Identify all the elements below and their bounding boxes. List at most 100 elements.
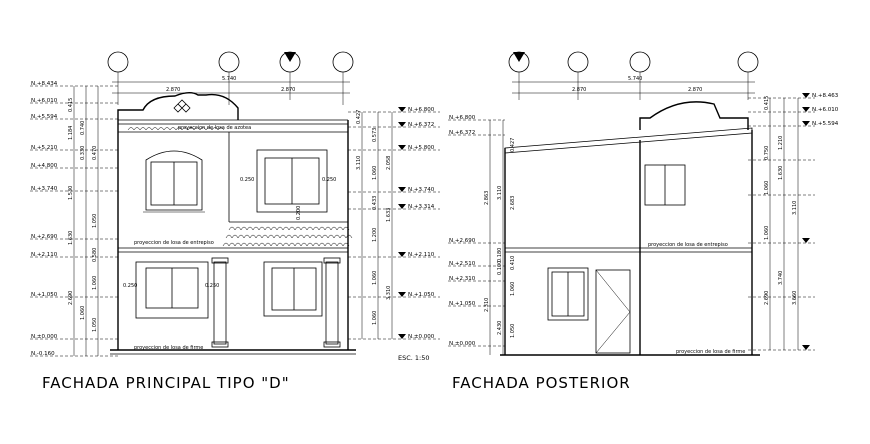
level-label: N.+2.110 xyxy=(408,252,435,258)
rear-window-lower xyxy=(547,267,589,321)
rear-parapet xyxy=(639,101,749,130)
dim-text: 1.060 xyxy=(510,282,516,296)
dim-text: 0.740 xyxy=(80,121,86,135)
rear-slab xyxy=(504,127,753,154)
front-elevation-title: FACHADA PRINCIPAL TIPO "D" xyxy=(42,374,290,392)
level-label: N.-0.160 xyxy=(31,351,55,357)
level-label: N.+6.010 xyxy=(31,98,58,104)
dim-text: 1.633 xyxy=(386,208,392,222)
dim-text: 1.630 xyxy=(778,166,784,180)
dim-text: 1.050 xyxy=(510,324,516,338)
dim-text: 0.750 xyxy=(764,146,770,160)
dim-text: 1.200 xyxy=(372,228,378,242)
level-label: N.+5.594 xyxy=(31,114,58,120)
level-label: N.+5.594 xyxy=(812,121,839,127)
rear-right-level-lines xyxy=(748,97,815,351)
level-label: N.+2.690 xyxy=(31,234,58,240)
dim-text: 0.415 xyxy=(68,98,74,112)
dim-text: 0.330 xyxy=(80,146,86,160)
dim-text: 0.427 xyxy=(356,110,362,124)
dim-text: 5.740 xyxy=(222,76,236,82)
level-label: N.+3.314 xyxy=(408,204,435,210)
window-lower-left xyxy=(135,261,209,319)
level-label: N.±0.000 xyxy=(449,341,476,347)
porch-column xyxy=(213,261,227,345)
dim-text: 1.630 xyxy=(68,231,74,245)
scale-label: ESC. 1:50 xyxy=(398,354,430,362)
level-label: N.±0.000 xyxy=(31,334,58,340)
level-label: N.+3.740 xyxy=(31,186,58,192)
front-right-level-lines xyxy=(348,111,440,340)
dim-text: 0.410 xyxy=(510,256,516,270)
note-text: proyeccion de losa de entrepiso xyxy=(648,242,728,248)
section-arrow-icon xyxy=(513,52,525,62)
dim-text: 1.184 xyxy=(68,126,74,140)
dim-text: 1.060 xyxy=(92,276,98,290)
dim-text: 2.870 xyxy=(166,87,180,93)
parapet xyxy=(117,92,239,120)
window-upper-right xyxy=(256,149,328,213)
dim-text: 2.430 xyxy=(497,321,503,335)
level-label: N.+1.050 xyxy=(408,292,435,298)
note-text: proyeccion de losa de entrepiso xyxy=(134,240,214,246)
level-label: N.+6.800 xyxy=(449,115,476,121)
dim-text: 0.250 xyxy=(322,177,336,183)
level-label: N.+1.050 xyxy=(449,301,476,307)
level-marker-icon xyxy=(802,93,810,350)
level-label: N.+1.050 xyxy=(31,292,58,298)
dim-text: 0.470 xyxy=(92,146,98,160)
section-arrow-icon xyxy=(284,52,296,62)
dim-text: 3.310 xyxy=(386,286,392,300)
level-label: N.+2.690 xyxy=(449,238,476,244)
note-text: proyeccion de losa de azotea xyxy=(178,125,251,131)
dim-text: 1.050 xyxy=(92,318,98,332)
dim-text: 1.060 xyxy=(372,271,378,285)
dim-text: 3.110 xyxy=(356,156,362,170)
note-text: proyeccion de losa de firme xyxy=(134,345,203,351)
dim-text: 0.180 xyxy=(497,248,503,262)
axis-bubble xyxy=(107,51,129,73)
level-label: N.+8.434 xyxy=(31,81,58,87)
dim-text: 1.530 xyxy=(68,186,74,200)
dim-text: 0.250 xyxy=(240,177,254,183)
axis-bubble xyxy=(218,51,240,73)
dim-text: 0.580 xyxy=(92,248,98,262)
dim-text: 1.210 xyxy=(778,136,784,150)
rear-facade xyxy=(500,101,760,356)
level-label: N.+3.740 xyxy=(408,187,435,193)
dim-text: 0.250 xyxy=(205,283,219,289)
level-label: N.+5.210 xyxy=(31,145,58,151)
dim-text: 1.060 xyxy=(764,226,770,240)
level-label: N.+6.372 xyxy=(408,122,434,128)
window-upper-left xyxy=(145,150,203,211)
axis-bubble xyxy=(629,51,651,73)
axis-bubble xyxy=(332,51,354,73)
dim-text: 0.100 xyxy=(497,261,503,275)
level-label: N.+4.800 xyxy=(31,163,58,169)
porch-column xyxy=(325,261,339,345)
dim-text: 1.060 xyxy=(764,181,770,195)
dim-text: 3.110 xyxy=(497,186,503,200)
level-marker-icon xyxy=(398,107,406,339)
dim-text: 2.863 xyxy=(484,191,490,205)
dim-text: 2.310 xyxy=(484,298,490,312)
dim-text: 0.427 xyxy=(510,138,516,152)
dim-text: 3.110 xyxy=(792,201,798,215)
dim-text: 2.058 xyxy=(386,156,392,170)
level-label: N.±0.000 xyxy=(408,334,435,340)
level-label: N.+5.800 xyxy=(408,145,435,151)
dim-text: 0.415 xyxy=(764,96,770,110)
dim-text: 0.250 xyxy=(123,283,137,289)
dim-text: 2.870 xyxy=(281,87,295,93)
dim-text: 0.200 xyxy=(296,206,302,220)
dim-text: 1.060 xyxy=(372,311,378,325)
dim-text: 1.060 xyxy=(372,166,378,180)
level-label: N.+6.372 xyxy=(449,130,475,136)
dim-text: 5.740 xyxy=(628,76,642,82)
dim-text: 1.060 xyxy=(80,306,86,320)
rear-elevation-title: FACHADA POSTERIOR xyxy=(452,374,631,392)
dim-text: 0.433 xyxy=(372,196,378,210)
dim-text: 1.050 xyxy=(92,214,98,228)
rear-left-level-lines xyxy=(448,119,505,347)
